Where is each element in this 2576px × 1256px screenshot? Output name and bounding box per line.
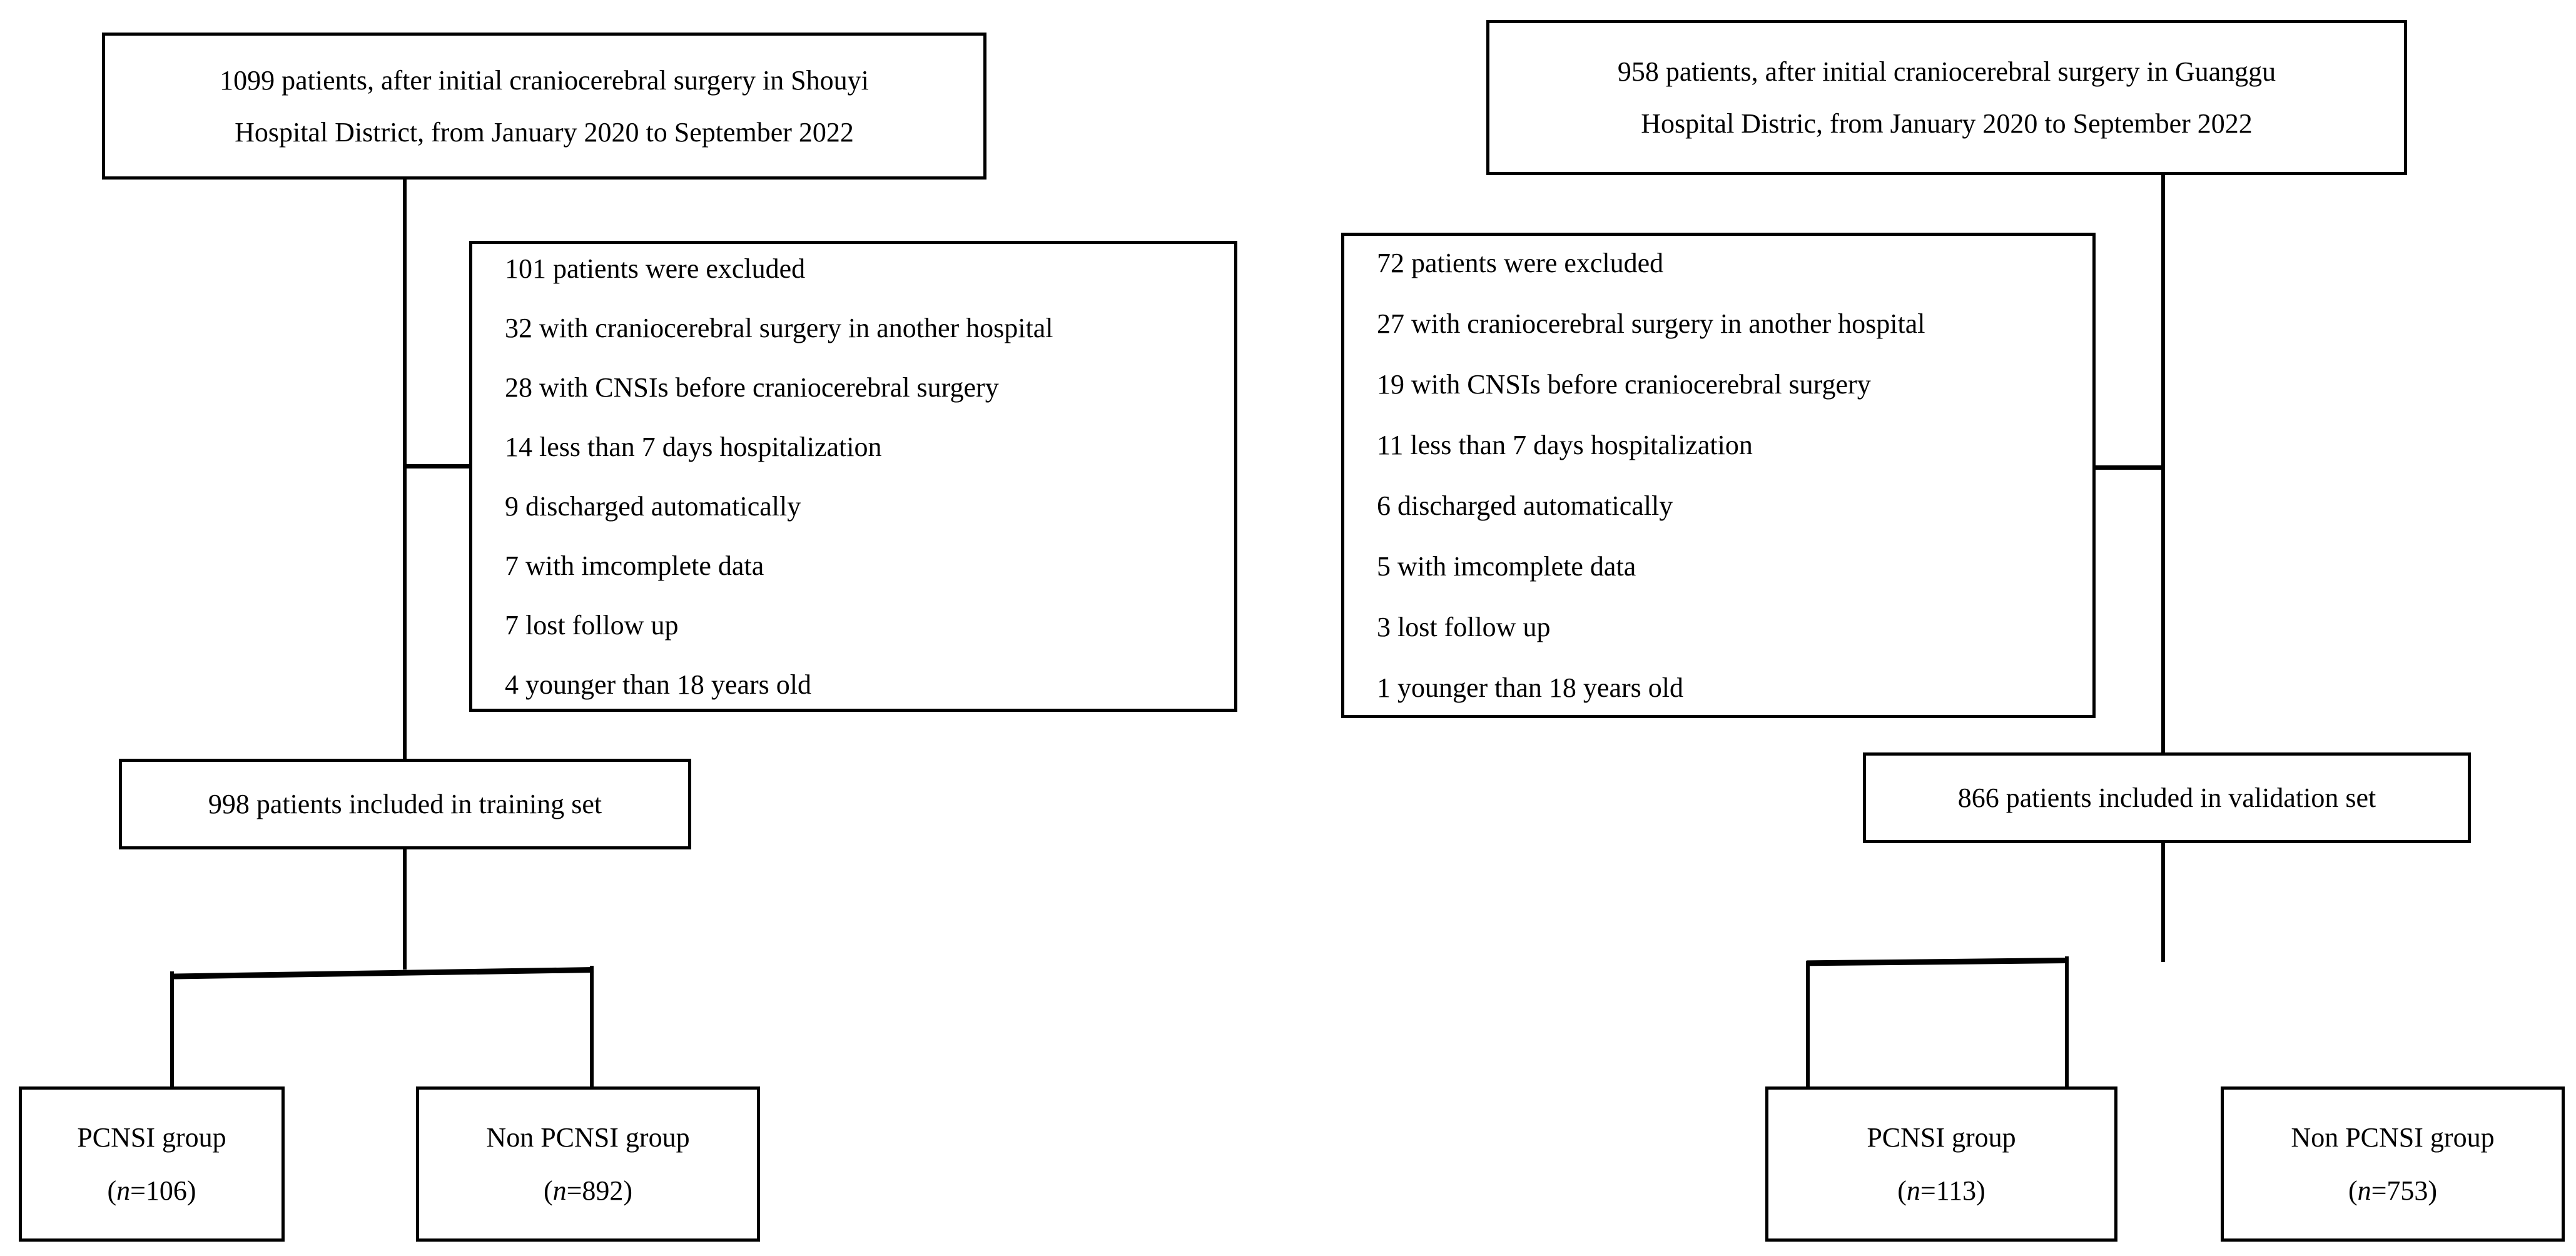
validation-split-stem: [2161, 843, 2165, 962]
exclusion-item: 19 with CNSIs before craniocerebral surg…: [1377, 369, 1871, 400]
exclusion-item: 72 patients were excluded: [1377, 248, 1664, 278]
exclusion-item: 7 with imcomplete data: [505, 550, 764, 581]
training-split-bar: [171, 967, 594, 980]
validation-source-line2: Hospital Distric, from January 2020 to S…: [1641, 108, 2253, 139]
validation-exclusion-box: 72 patients were excluded 27 with cranio…: [1341, 233, 2096, 718]
paren-open: (: [107, 1175, 117, 1206]
group-label: PCNSI group: [77, 1122, 226, 1153]
exclusion-item: 3 lost follow up: [1377, 612, 1551, 642]
exclusion-item: 27 with craniocerebral surgery in anothe…: [1377, 308, 1925, 339]
paren-open: (: [2348, 1175, 2358, 1206]
training-exclusion-branch-line: [403, 464, 472, 468]
n-symbol: n: [552, 1175, 567, 1206]
exclusion-item: 1 younger than 18 years old: [1377, 672, 1683, 703]
validation-split-right-drop: [2065, 956, 2069, 1087]
n-symbol: n: [116, 1175, 131, 1206]
group-label: Non PCNSI group: [2291, 1122, 2495, 1153]
exclusion-item: 11 less than 7 days hospitalization: [1377, 430, 1753, 460]
n-value: =106): [130, 1175, 196, 1206]
training-trunk-line: [403, 180, 407, 759]
validation-split-bar: [1806, 958, 2069, 966]
training-pcnsi-group-box: PCNSI group (n=106): [19, 1086, 285, 1242]
training-source-line1: 1099 patients, after initial craniocereb…: [220, 64, 869, 96]
n-value: =113): [1920, 1175, 1985, 1206]
group-count: (n=113): [1897, 1175, 1985, 1207]
group-count: (n=753): [2348, 1175, 2437, 1207]
validation-split-left-drop: [1806, 961, 1810, 1087]
exclusion-item: 32 with craniocerebral surgery in anothe…: [505, 312, 1053, 343]
exclusion-item: 9 discharged automatically: [505, 490, 801, 522]
exclusion-item: 7 lost follow up: [505, 609, 679, 641]
validation-included-label: 866 patients included in validation set: [1957, 782, 2376, 813]
validation-source-line1: 958 patients, after initial craniocerebr…: [1617, 56, 2276, 87]
validation-included-box: 866 patients included in validation set: [1863, 752, 2471, 843]
training-source-box: 1099 patients, after initial craniocereb…: [102, 33, 986, 180]
exclusion-item: 14 less than 7 days hospitalization: [505, 431, 882, 462]
training-exclusion-box: 101 patients were excluded 32 with crani…: [469, 241, 1237, 712]
training-split-left-drop: [170, 971, 174, 1087]
validation-pcnsi-group-box: PCNSI group (n=113): [1765, 1086, 2117, 1242]
training-included-box: 998 patients included in training set: [119, 759, 691, 849]
validation-non-pcnsi-group-box: Non PCNSI group (n=753): [2221, 1086, 2565, 1242]
exclusion-item: 101 patients were excluded: [505, 253, 806, 284]
exclusion-item: 5 with imcomplete data: [1377, 551, 1636, 582]
n-value: =753): [2371, 1175, 2438, 1206]
group-label: PCNSI group: [1867, 1122, 2016, 1153]
paren-open: (: [543, 1175, 553, 1206]
paren-open: (: [1897, 1175, 1907, 1206]
training-included-label: 998 patients included in training set: [208, 789, 602, 819]
validation-source-box: 958 patients, after initial craniocerebr…: [1486, 20, 2407, 175]
exclusion-item: 4 younger than 18 years old: [505, 669, 811, 700]
n-symbol: n: [1906, 1175, 1920, 1206]
group-count: (n=106): [107, 1175, 196, 1207]
training-non-pcnsi-group-box: Non PCNSI group (n=892): [416, 1086, 760, 1242]
training-source-line2: Hospital District, from January 2020 to …: [235, 116, 854, 148]
group-count: (n=892): [544, 1175, 632, 1207]
exclusion-item: 28 with CNSIs before craniocerebral surg…: [505, 372, 999, 403]
group-label: Non PCNSI group: [486, 1122, 690, 1153]
training-split-stem: [403, 849, 407, 970]
validation-exclusion-branch-line: [2094, 465, 2164, 470]
n-symbol: n: [2357, 1175, 2371, 1206]
exclusion-item: 6 discharged automatically: [1377, 490, 1673, 521]
training-split-right-drop: [590, 966, 594, 1087]
validation-trunk-line: [2161, 175, 2165, 754]
n-value: =892): [566, 1175, 633, 1206]
